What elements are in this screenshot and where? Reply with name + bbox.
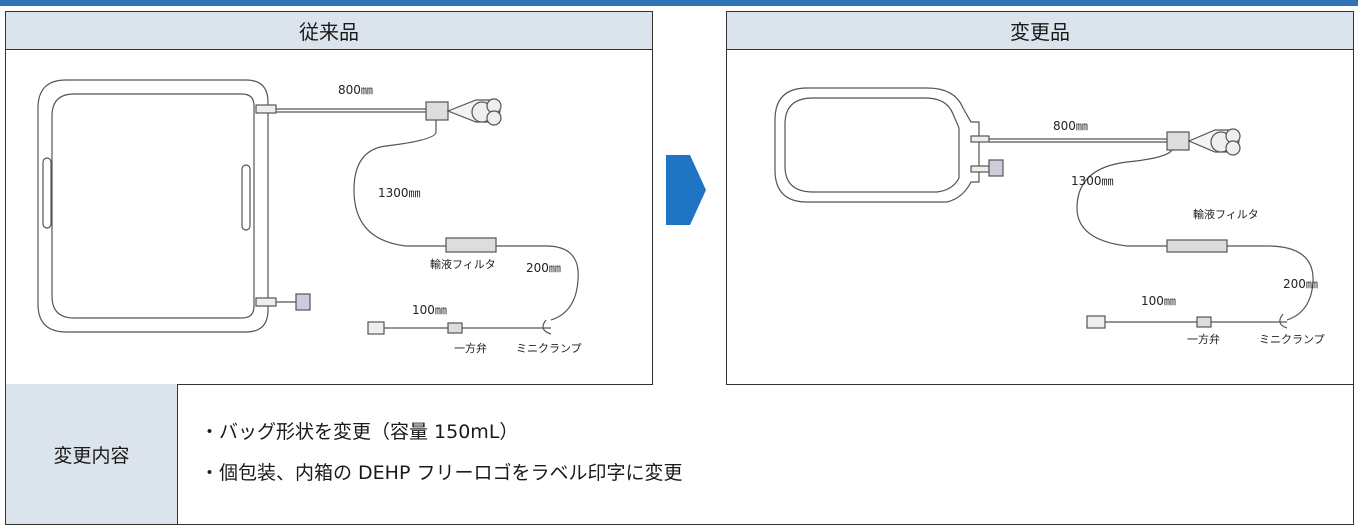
changes-list: ・バッグ形状を変更（容量 150mL） ・個包装、内箱の DEHP フリーロゴを… [178,384,1353,524]
before-bag-illustration: 800㎜ 1300㎜ 輸液フィルタ 200㎜ 100㎜ 一方弁 ミニクランプ [37,79,582,355]
before-label-filter: 輸液フィルタ [430,257,496,271]
before-panel: 従来品 [5,11,653,385]
before-panel-title: 従来品 [6,12,652,50]
after-bag-illustration: 800㎜ 1300㎜ 輸液フィルタ 200㎜ 100㎜ 一方弁 ミニクランプ [774,87,1325,346]
after-diagram: 800㎜ 1300㎜ 輸液フィルタ 200㎜ 100㎜ 一方弁 ミニクランプ [727,50,1353,383]
right-arrow-icon [666,155,706,225]
before-label-800: 800㎜ [338,83,373,97]
changes-section: 変更内容 ・バッグ形状を変更（容量 150mL） ・個包装、内箱の DEHP フ… [5,384,1354,525]
after-label-filter: 輸液フィルタ [1193,207,1259,221]
after-panel-title: 変更品 [727,12,1353,50]
before-label-clamp: ミニクランプ [516,342,582,355]
after-label-200: 200㎜ [1283,277,1318,291]
after-label-800: 800㎜ [1053,119,1088,133]
before-diagram: 800㎜ 1300㎜ 輸液フィルタ 200㎜ 100㎜ 一方弁 ミニクランプ [6,50,652,383]
before-label-200: 200㎜ [526,261,561,275]
after-label-valve: 一方弁 [1187,332,1220,346]
after-label-100: 100㎜ [1141,294,1176,308]
after-panel: 変更品 [726,11,1354,385]
after-label-clamp: ミニクランプ [1259,333,1325,346]
before-label-valve: 一方弁 [454,341,487,355]
change-item-1: ・バッグ形状を変更（容量 150mL） [200,421,519,443]
before-label-100: 100㎜ [412,303,447,317]
changes-heading: 変更内容 [6,384,178,524]
change-item-2: ・個包装、内箱の DEHP フリーロゴをラベル印字に変更 [200,462,683,484]
top-accent-bar [0,0,1358,6]
before-label-1300: 1300㎜ [378,186,421,200]
after-label-1300: 1300㎜ [1071,174,1114,188]
